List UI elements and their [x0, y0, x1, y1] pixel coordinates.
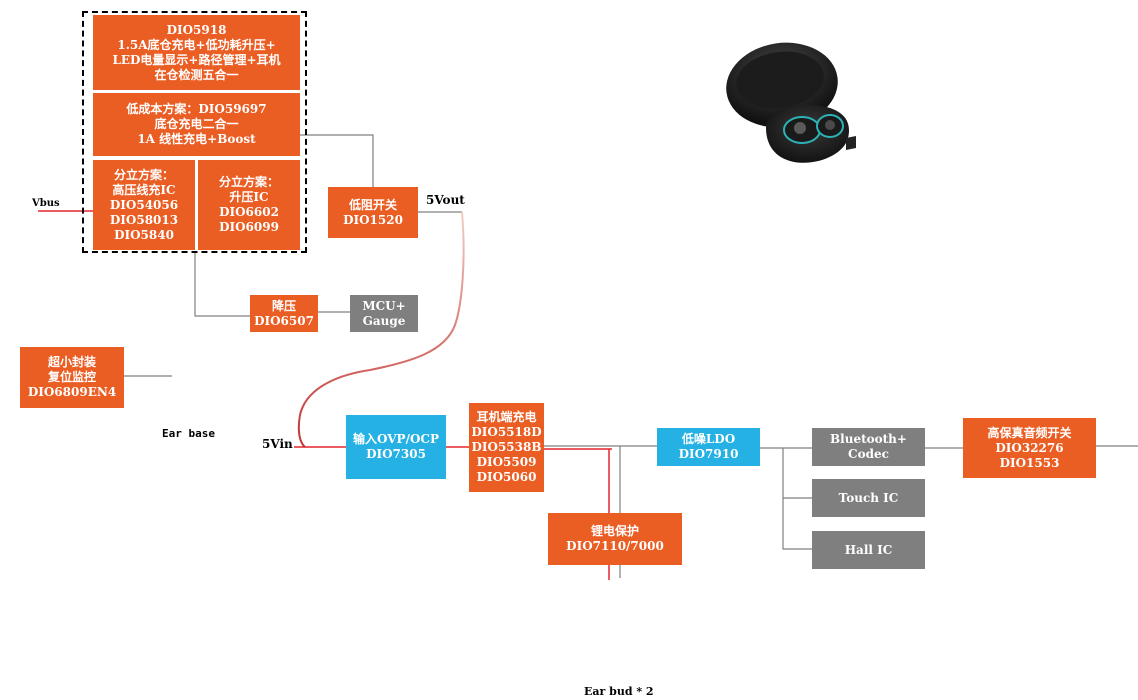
label-5vin: 5Vin: [262, 437, 293, 451]
block-touch-ic: Touch IC: [812, 479, 925, 517]
label-5vout: 5Vout: [426, 193, 465, 207]
wire-boost-to-switch: [300, 134, 374, 187]
label-vbus: Vbus: [32, 198, 60, 209]
wire-dash-to-buck: [194, 253, 250, 317]
label-ear-base: Ear base: [162, 427, 215, 440]
cable-5vout-to-5vin: [297, 211, 465, 448]
wire-bus-loads: [782, 448, 812, 550]
block-mcu-gauge: MCU+Gauge: [350, 295, 418, 332]
charging-case-solution-group: [82, 11, 307, 253]
block-reset-monitor: 超小封装复位监控 DIO6809EN4: [20, 347, 124, 408]
earbuds-charging-case-icon: [726, 42, 856, 163]
block-bluetooth-codec: Bluetooth+Codec: [812, 428, 925, 466]
block-hall-ic: Hall IC: [812, 531, 925, 569]
label-ear-bud: Ear bud * 2: [584, 685, 654, 698]
